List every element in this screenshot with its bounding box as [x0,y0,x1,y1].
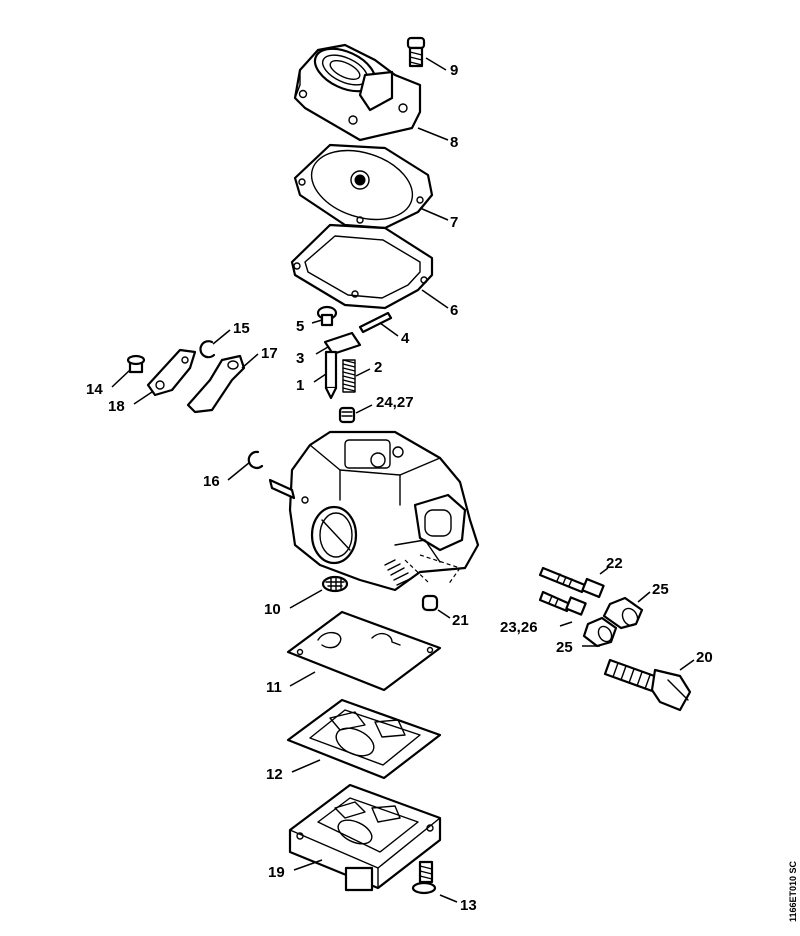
part-4-pin [358,311,393,334]
alignment-line-b [404,559,429,583]
part-25-cap-upper [602,596,644,630]
part-7-diaphragm [293,143,434,230]
part-9-screw [406,36,426,68]
part-25-cap-lower [582,616,618,648]
carburetor-body [268,430,480,592]
alignment-line-a [419,554,461,586]
callout-15: 15 [233,320,250,337]
part-14-screw [126,354,146,374]
leader-lines [111,57,695,903]
callout-21: 21 [452,612,469,629]
callout-25-upper: 25 [652,581,669,598]
callout-23-26: 23,26 [500,619,538,636]
part-10-strainer [321,575,349,593]
callout-2: 2 [374,359,382,376]
callout-12: 12 [266,766,283,783]
callout-18: 18 [108,398,125,415]
callout-17: 17 [261,345,278,362]
callout-25-lower: 25 [556,639,573,656]
callout-6: 6 [450,302,458,319]
part-21-plug [421,594,439,612]
callout-1: 1 [296,377,304,394]
part-3-lever [323,331,362,356]
part-5-screw [316,305,338,327]
callout-7: 7 [450,214,458,231]
drawing-code: 1166ET010 SC [788,860,798,922]
callout-13: 13 [460,897,477,914]
part-22-screw [538,566,605,599]
part-2-spring [342,359,356,393]
part-11-diaphragm [286,610,442,692]
callout-11: 11 [266,679,282,696]
part-15-circlip [199,340,216,359]
part-17-lever [186,354,246,414]
part-24-27-nozzle [338,406,356,424]
callout-3: 3 [296,350,304,367]
part-18-lever [146,348,197,397]
part-23-26-screw [538,590,587,616]
callout-20: 20 [696,649,713,666]
callout-16: 16 [203,473,220,490]
part-19-cover [288,783,442,892]
part-6-gasket [290,223,434,310]
part-16-circlip [247,450,264,469]
callout-14: 14 [86,381,103,398]
callout-8: 8 [450,134,458,151]
part-20-screw [603,658,692,712]
callout-4: 4 [401,330,410,347]
callout-22: 22 [606,555,623,572]
part-8-cover [293,43,422,142]
callout-9: 9 [450,62,458,79]
callout-10: 10 [264,601,281,618]
callout-19: 19 [268,864,285,881]
part-12-gasket [286,698,442,780]
callout-5: 5 [296,318,304,335]
callouts: 9 8 7 6 5 4 3 2 1 24,27 15 17 14 18 16 1… [86,62,713,914]
part-1-needle [324,350,338,400]
part-13-screw [411,860,437,895]
callout-24-27: 24,27 [376,394,414,411]
